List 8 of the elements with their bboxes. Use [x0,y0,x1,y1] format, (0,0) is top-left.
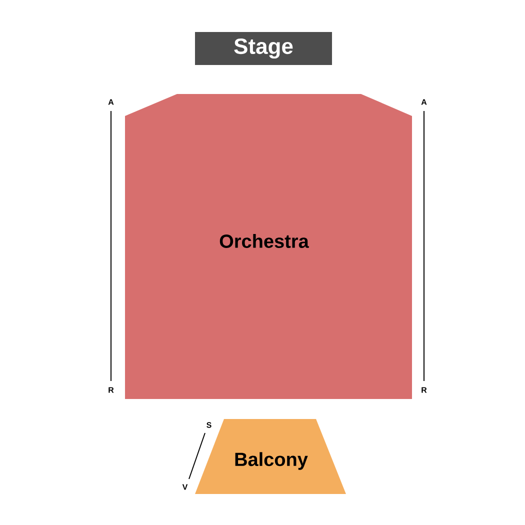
row-label: A [108,99,114,105]
row-label: S [206,422,212,428]
row-label: R [108,387,114,393]
row-label: V [182,484,188,490]
orchestra-section: Orchestra [125,94,412,399]
row-label: R [422,387,427,393]
stage-block: Stage [195,32,332,65]
row-label: A [421,99,427,105]
